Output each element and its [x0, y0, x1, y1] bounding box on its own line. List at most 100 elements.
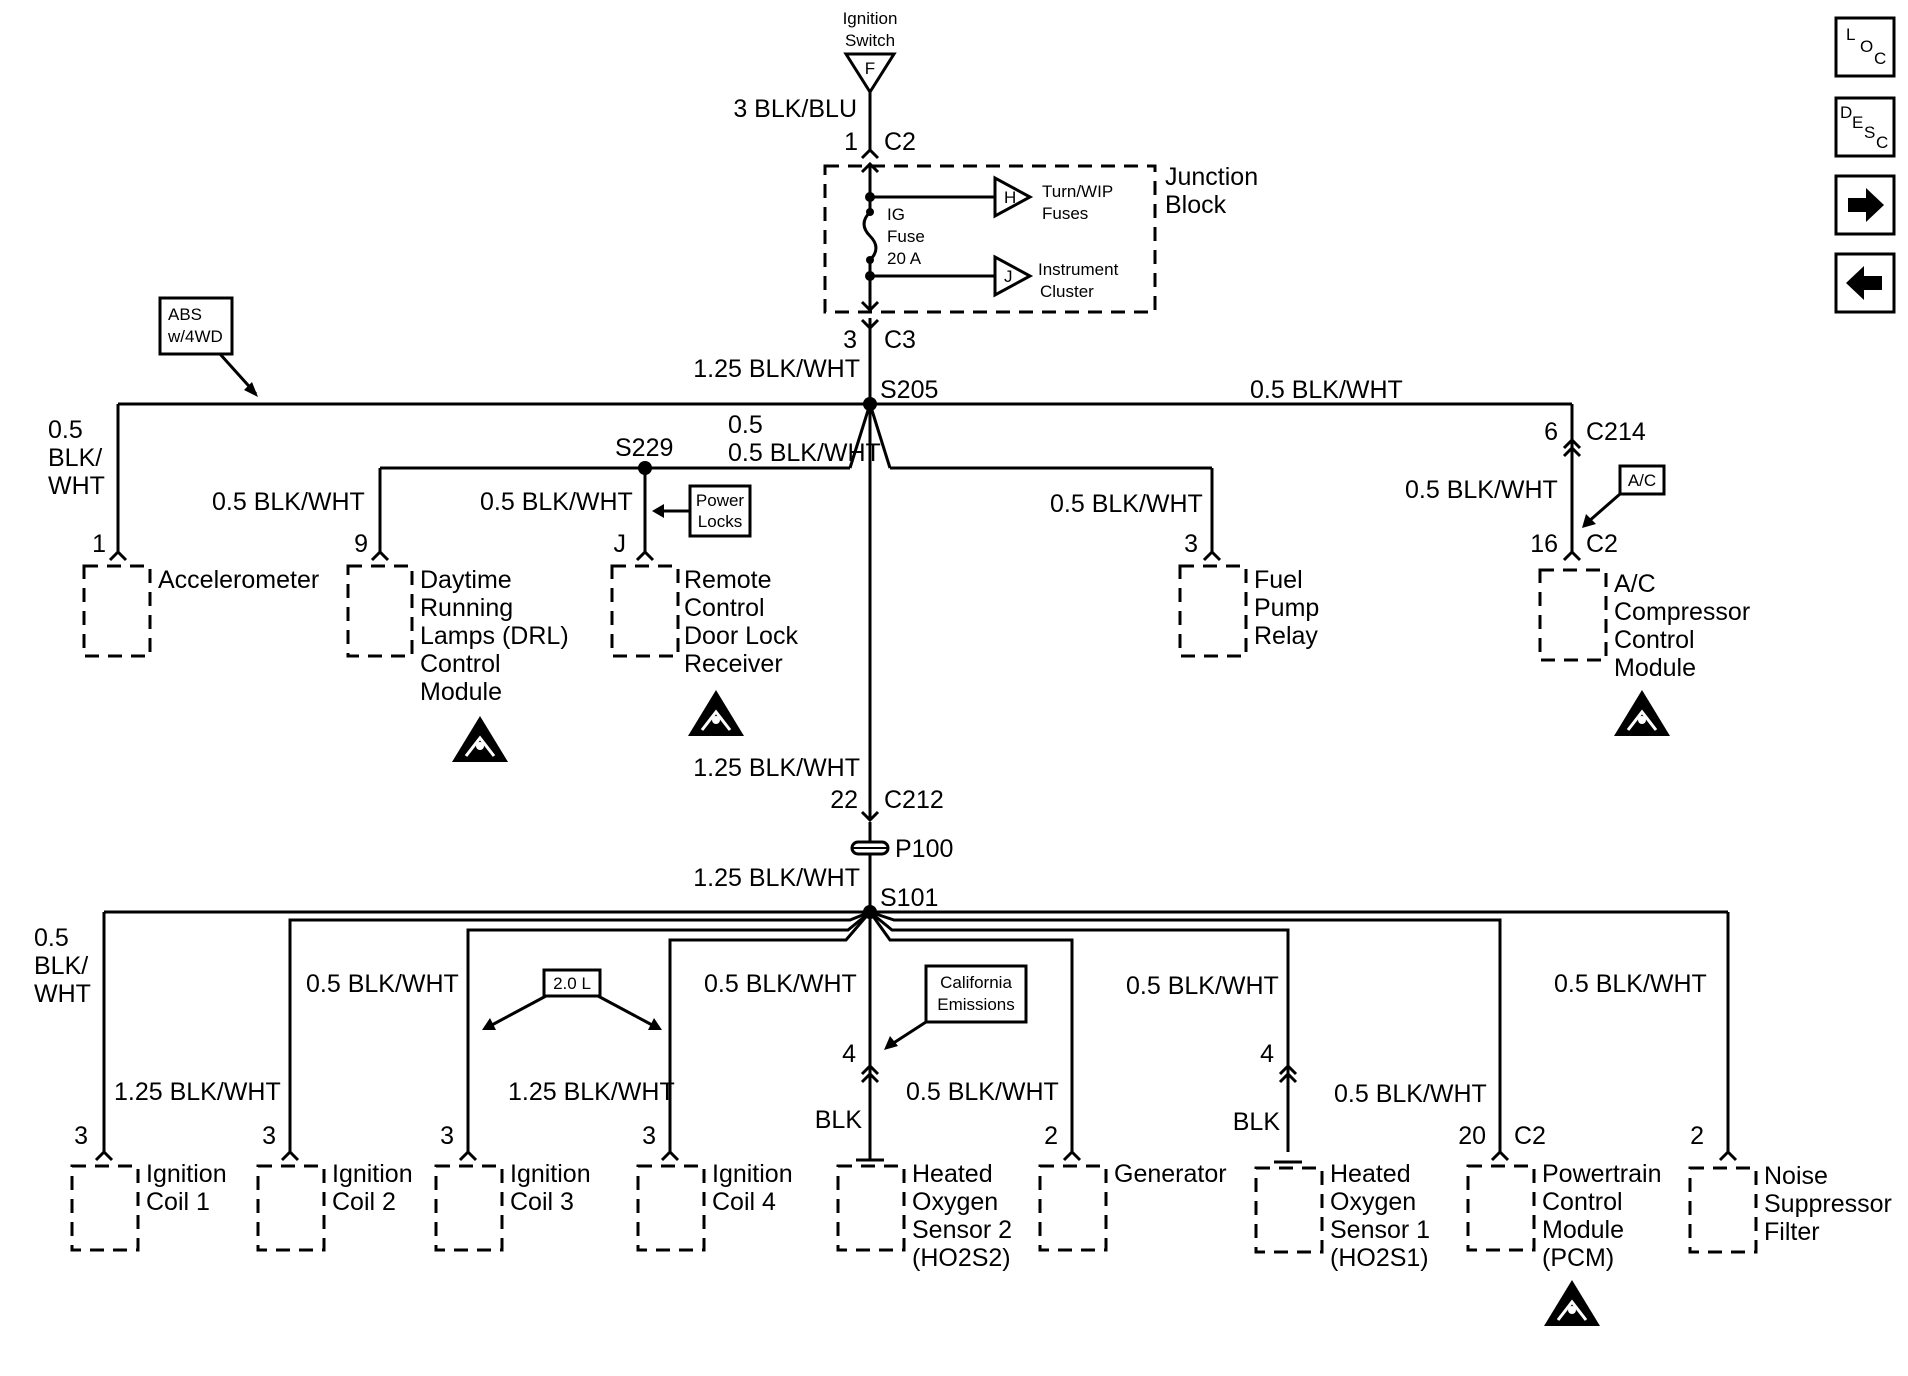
component-label: Heated: [912, 1160, 993, 1188]
wire-label: 1.25 BLK/WHT: [508, 1078, 675, 1106]
option-label: A/C: [1628, 471, 1656, 490]
junction-block-title: Block: [1165, 191, 1227, 219]
ref-h-letter: H: [1004, 188, 1016, 207]
component-remote-door-lock-receiver: Remote Control Door Lock Receiver: [610, 564, 798, 736]
pin-number: 4: [842, 1040, 856, 1068]
component-label: Running: [420, 594, 513, 622]
component-label: Coil 1: [146, 1188, 210, 1216]
esd-warning-icon: [452, 716, 508, 762]
ref-j-letter: J: [1004, 267, 1013, 286]
fuse-label: 20 A: [887, 249, 922, 268]
component-label: Lamps (DRL): [420, 622, 569, 650]
wire-label: 0.5 BLK/WHT: [704, 970, 857, 998]
component-label: Ignition: [332, 1160, 413, 1188]
wire-label: 3 BLK/BLU: [733, 95, 857, 123]
option-arrow: [489, 994, 547, 1028]
component-label: Noise: [1764, 1162, 1828, 1190]
wire-label: 1.25 BLK/WHT: [693, 864, 860, 892]
ref-j-label: Cluster: [1040, 282, 1094, 301]
wire-label: 0.5: [48, 416, 83, 444]
component-label: Daytime: [420, 566, 512, 594]
component-label: Module: [1542, 1216, 1624, 1244]
connector-id: C2: [884, 128, 916, 156]
connector-id: C2: [1514, 1122, 1546, 1150]
option-arrow: [891, 1020, 927, 1046]
component-label: A/C: [1614, 570, 1656, 598]
component-accelerometer: Accelerometer: [82, 564, 319, 658]
wire-label: 0.5 BLK/WHT: [212, 488, 365, 516]
option-label: w/4WD: [167, 327, 223, 346]
wire-label: WHT: [48, 472, 105, 500]
wire-label: 0.5 BLK/WHT: [306, 970, 459, 998]
option-label: ABS: [168, 305, 202, 324]
wire-label: 0.5 BLK/WHT: [1334, 1080, 1487, 1108]
wire-label: 0.5 BLK/WHT: [1405, 476, 1558, 504]
option-box: [158, 296, 234, 356]
component-label: Accelerometer: [158, 566, 319, 594]
pin-number: 3: [440, 1122, 454, 1150]
option-label: Emissions: [937, 995, 1014, 1014]
wire-label: 0.5 BLK/WHT: [1050, 490, 1203, 518]
option-box: [924, 964, 1028, 1024]
junction-block: Junction Block H Turn/WIP Fuses IG Fuse …: [823, 161, 1258, 314]
component-box: [836, 1164, 906, 1252]
connector-id: C214: [1586, 418, 1646, 446]
loc-button-letter: C: [1874, 49, 1886, 68]
loc-button[interactable]: L O C: [1834, 16, 1896, 78]
connector-id: C2: [1586, 530, 1618, 558]
option-label: Power: [696, 491, 745, 510]
pin-number: J: [614, 530, 627, 558]
ignition-switch-label: Ignition: [843, 9, 898, 28]
desc-button[interactable]: D E S C: [1834, 96, 1896, 158]
wire-label: 0.5: [34, 924, 69, 952]
component-label: Receiver: [684, 650, 783, 678]
wire-label: 0.5 BLK/WHT: [480, 488, 633, 516]
forward-button[interactable]: [1834, 174, 1896, 236]
component-label: Ignition: [510, 1160, 591, 1188]
component-label: Control: [1614, 626, 1695, 654]
component-label: Suppressor: [1764, 1190, 1892, 1218]
wire-label: 1.25 BLK/WHT: [693, 754, 860, 782]
component-label: Ignition: [712, 1160, 793, 1188]
arrow-right-icon: [1848, 188, 1884, 222]
wire-label: 1.25 BLK/WHT: [114, 1078, 281, 1106]
component-powertrain-control-module: Powertrain Control Module (PCM): [1466, 1160, 1662, 1326]
fuse-icon: [862, 210, 878, 262]
component-ignition-coil-1: Ignition Coil 1: [70, 1160, 227, 1252]
pin-number: 3: [262, 1122, 276, 1150]
esd-warning-icon: [1614, 690, 1670, 736]
component-label: Fuel: [1254, 566, 1303, 594]
component-box: [1466, 1164, 1536, 1252]
wire-label: BLK: [1233, 1108, 1281, 1136]
component-label: Powertrain: [1542, 1160, 1662, 1188]
component-heated-oxygen-sensor-1: Heated Oxygen Sensor 1 (HO2S1): [1254, 1160, 1430, 1272]
component-label: Control: [420, 650, 501, 678]
wire-label: BLK/: [48, 444, 102, 472]
connector-id: C212: [884, 786, 944, 814]
junction-block-outline: [823, 164, 1157, 314]
component-label: (HO2S2): [912, 1244, 1011, 1272]
pin-number: 1: [844, 128, 858, 156]
component-box: [1688, 1166, 1758, 1254]
wire-label: BLK: [815, 1106, 863, 1134]
component-box: [256, 1164, 326, 1252]
component-box: [70, 1164, 140, 1252]
pin-number: 9: [354, 530, 368, 558]
pin-number: 2: [1044, 1122, 1058, 1150]
component-label: Module: [420, 678, 502, 706]
back-button[interactable]: [1834, 252, 1896, 314]
component-ignition-coil-3: Ignition Coil 3: [434, 1160, 591, 1252]
pin-number: 3: [74, 1122, 88, 1150]
component-label: Coil 4: [712, 1188, 776, 1216]
ref-h-arrow-icon: [993, 175, 1034, 219]
option-box: [542, 968, 602, 998]
component-label: Control: [1542, 1188, 1623, 1216]
component-label: Compressor: [1614, 598, 1750, 626]
component-box: [1038, 1164, 1108, 1252]
component-generator: Generator: [1038, 1160, 1227, 1252]
component-ignition-coil-2: Ignition Coil 2: [256, 1160, 413, 1252]
component-box: [1254, 1166, 1324, 1254]
component-ac-compressor-control-module: A/C Compressor Control Module: [1538, 568, 1750, 736]
wire-label: 0.5: [728, 411, 763, 439]
component-label: Sensor 1: [1330, 1216, 1430, 1244]
